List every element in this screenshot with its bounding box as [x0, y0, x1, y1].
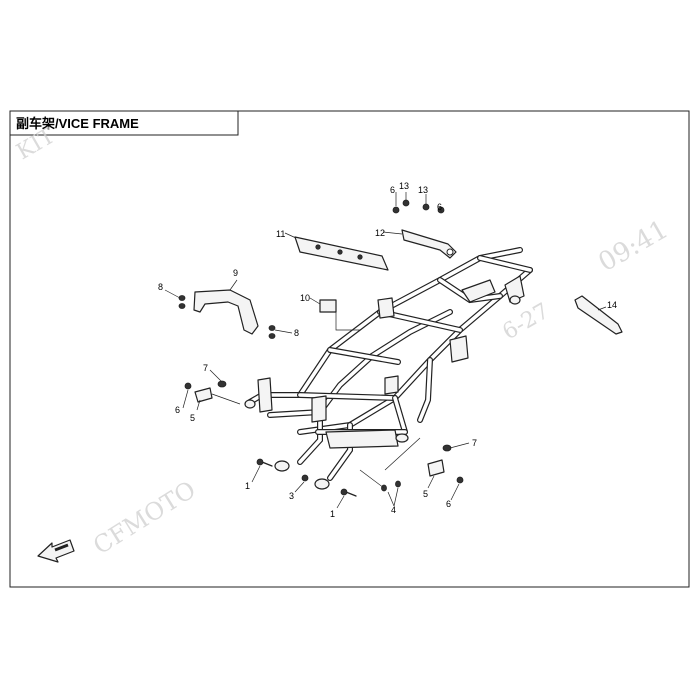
- fwd-arrow-icon: [37, 539, 75, 563]
- callout-13-b: 13: [418, 185, 428, 195]
- callout-6-top: 6: [390, 185, 395, 195]
- callout-1-left: 1: [245, 481, 250, 491]
- title-box: [9, 110, 239, 136]
- part-5-bushing-right: [427, 459, 445, 477]
- part-10-connector: [319, 299, 337, 313]
- callout-5-right: 5: [423, 489, 428, 499]
- callout-8-right: 8: [294, 328, 299, 338]
- callout-7-left: 7: [203, 363, 208, 373]
- callout-6-topright: 6: [437, 202, 442, 212]
- callout-8-left: 8: [158, 282, 163, 292]
- callout-7-right: 7: [472, 438, 477, 448]
- diagram-border: [9, 110, 690, 588]
- part-9-bracket: [193, 289, 259, 335]
- diagram-title: 副车架/VICE FRAME: [16, 116, 139, 131]
- callout-14: 14: [607, 300, 617, 310]
- callout-5-left: 5: [190, 413, 195, 423]
- callout-6-left: 6: [175, 405, 180, 415]
- callout-labels: 11 12 6 13 13 6 9 8 8 10 14 7 6 5 7 5 6 …: [158, 181, 617, 519]
- callout-10: 10: [300, 293, 310, 303]
- callout-1-bottom: 1: [330, 509, 335, 519]
- watermark-time: 09:41: [594, 215, 674, 278]
- callout-11: 11: [276, 229, 285, 239]
- leader-lines: [164, 192, 607, 509]
- callout-4: 4: [391, 505, 396, 515]
- watermark-brand: CFMOTO: [88, 475, 200, 560]
- callout-12: 12: [375, 228, 385, 238]
- callout-9: 9: [233, 268, 238, 278]
- callout-13-a: 13: [399, 181, 409, 191]
- part-5-bushing-left: [194, 387, 213, 403]
- watermark-date: 6-27: [499, 299, 554, 345]
- callout-6-right: 6: [446, 499, 451, 509]
- main-frame: [244, 247, 533, 490]
- callout-3: 3: [289, 491, 294, 501]
- part-12-bracket: [401, 229, 457, 259]
- part-14-strip: [574, 295, 623, 335]
